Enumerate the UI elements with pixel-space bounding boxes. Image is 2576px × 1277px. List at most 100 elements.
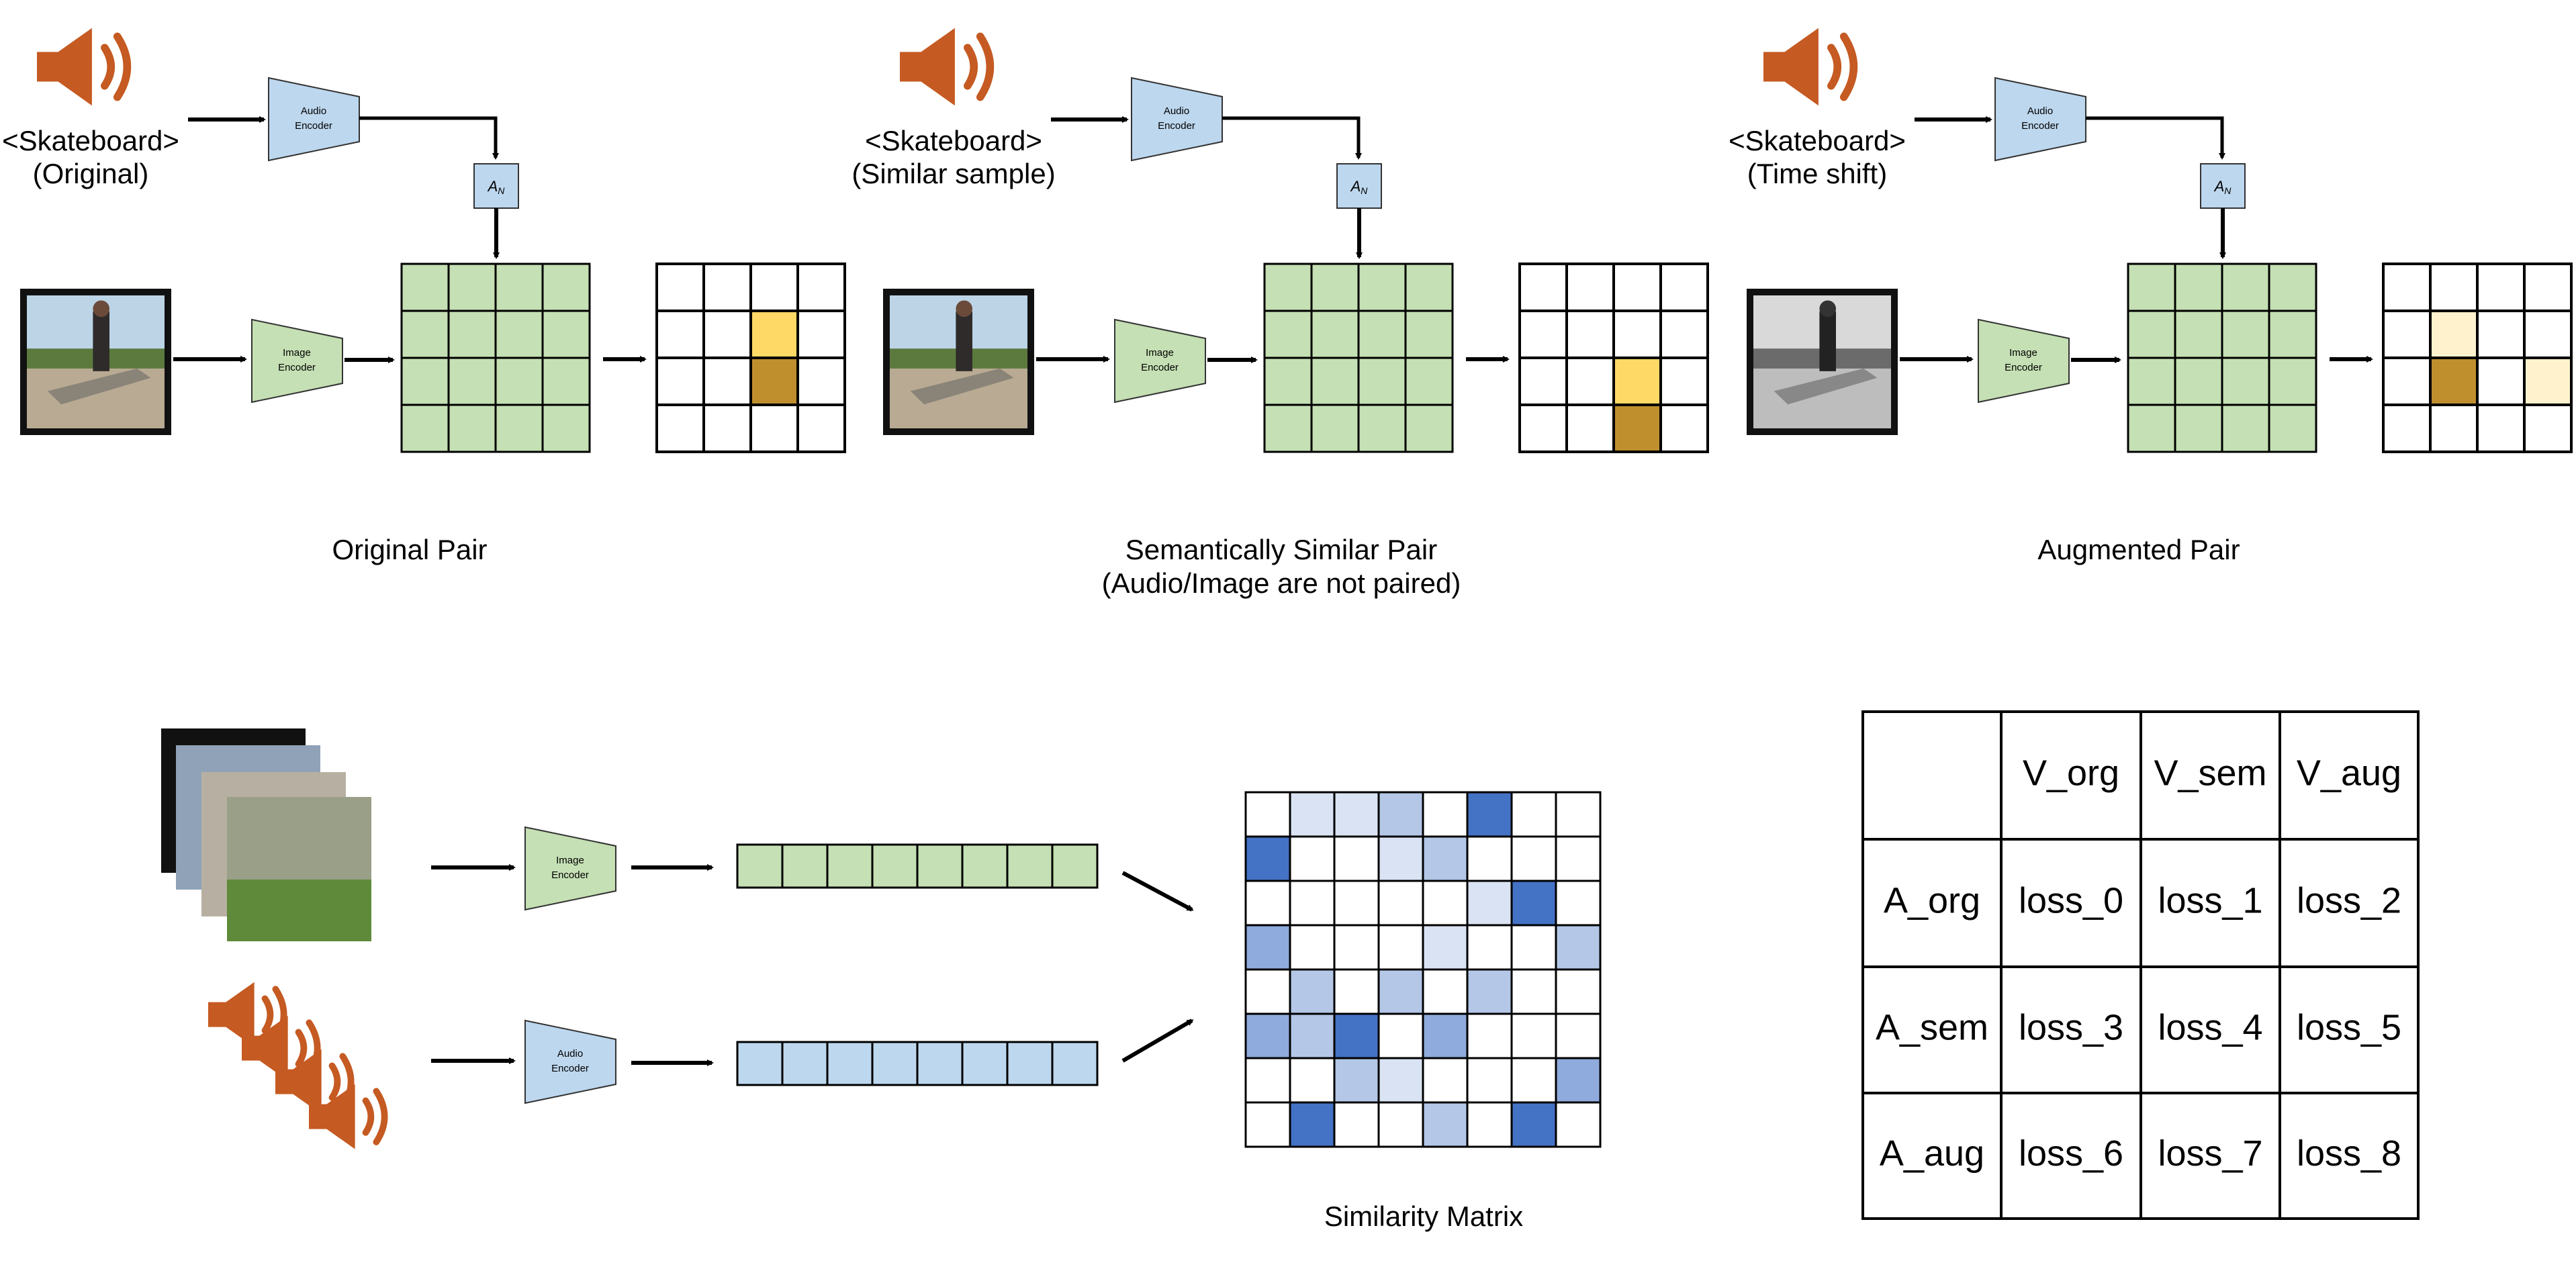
an-box: AN (473, 163, 519, 209)
grid-cell (1333, 924, 1380, 971)
grid-cell (1377, 880, 1424, 927)
speaker-icon (37, 28, 132, 106)
grid-cell (2476, 310, 2526, 359)
grid-cell (1404, 404, 1454, 453)
encoder-label: Audio (301, 105, 326, 117)
grid-cell (1357, 310, 1407, 359)
grid-cell (2221, 310, 2270, 359)
grid-cell (1289, 791, 1336, 838)
similarity-caption: Similarity Matrix (1324, 1200, 1523, 1232)
grid-cell (1565, 310, 1615, 359)
table-cell-value: loss_6 (2019, 1133, 2123, 1174)
table-cell-value: loss_5 (2297, 1007, 2401, 1047)
encoder-label: Encoder (1158, 120, 1195, 132)
grid-cell (916, 843, 964, 889)
table-cell-value: loss_8 (2297, 1133, 2401, 1174)
speaker-body (37, 28, 92, 106)
grid-cell (1555, 1101, 1602, 1148)
grid-cell (2174, 310, 2223, 359)
grid-cell (702, 357, 752, 406)
encoder-label: Image (1146, 347, 1174, 359)
table-cell (2140, 965, 2281, 1094)
grid-cell (1518, 263, 1568, 312)
grid-cell (1555, 1012, 1602, 1059)
speaker-icon (1763, 28, 1858, 106)
grid-cell (2174, 357, 2223, 406)
table-cell (1861, 838, 2003, 968)
table-cell-value: loss_4 (2158, 1007, 2262, 1047)
encoder-label: Audio (557, 1048, 583, 1059)
table-row-header: A_org (1884, 880, 1980, 920)
photo-head (956, 300, 972, 318)
grid-cell (781, 1041, 829, 1086)
grid-cell (796, 263, 846, 312)
grid-cell (2429, 404, 2479, 453)
grid-cell (702, 404, 752, 453)
grid-cell (400, 357, 450, 406)
grid-cell (1466, 1101, 1513, 1148)
grid-cell (1310, 263, 1360, 312)
grid-cell (1051, 843, 1099, 889)
grid-cell (1263, 310, 1313, 359)
photo-grass (227, 880, 371, 941)
skateboard-photo-grayscale (1747, 289, 1898, 435)
audio-label: (Similar sample) (852, 158, 1055, 189)
image-stack (161, 728, 371, 941)
table-cell (1861, 965, 2003, 1094)
encoder-label: Encoder (1141, 362, 1179, 373)
an-box-shape (2200, 163, 2246, 209)
audio-embedding-vector (736, 1041, 1099, 1086)
grid-cell (826, 1041, 874, 1086)
grid-cell (1518, 404, 1568, 453)
speaker-body (1763, 28, 1819, 106)
grid-cell (541, 404, 591, 453)
output-grid (655, 263, 846, 453)
grid-cell (541, 357, 591, 406)
grid-cell (1510, 1057, 1557, 1104)
grid-cell (1244, 791, 1291, 838)
grid-cell (2476, 263, 2526, 312)
grid-cell (400, 263, 450, 312)
grid-cell (1659, 404, 1709, 453)
encoder-label: Image (283, 347, 311, 359)
an-box-shape (1336, 163, 1382, 209)
grid-cell (1612, 310, 1662, 359)
grid-cell (1244, 835, 1291, 882)
grid-cell (1555, 968, 1602, 1015)
grid-cell (2174, 263, 2223, 312)
grid-cell (1310, 404, 1360, 453)
speaker-body (275, 1049, 322, 1115)
arrow-to-an (2086, 116, 2225, 160)
grid-cell (1612, 357, 1662, 406)
grid-cell (1466, 791, 1513, 838)
grid-cell (1244, 1101, 1291, 1148)
output-grid (1518, 263, 1709, 453)
grid-cell (961, 843, 1009, 889)
grid-cell (1565, 263, 1615, 312)
grid-cell (1263, 263, 1313, 312)
grid-cell (400, 404, 450, 453)
photo-head (1819, 300, 1836, 318)
grid-cell (1377, 835, 1424, 882)
table-cell (2140, 1092, 2281, 1220)
encoder-label: Audio (2027, 105, 2053, 117)
arrow-to-similarity (1121, 1019, 1194, 1063)
grid-cell (749, 404, 799, 453)
encoder-shape (1994, 77, 2086, 162)
grid-cell (1333, 880, 1380, 927)
grid-cell (2268, 404, 2317, 453)
similarity-grid (1244, 791, 1602, 1148)
table-cell (2140, 710, 2281, 841)
grid-cell (1422, 791, 1469, 838)
grid-cell (871, 843, 919, 889)
sound-wave (373, 1088, 388, 1145)
grid-cell (1466, 924, 1513, 971)
encoder-shape (268, 77, 360, 162)
grid-cell (2174, 404, 2223, 453)
grid-cell (1244, 1057, 1291, 1104)
encoder-label: Image (2009, 347, 2037, 359)
grid-cell (541, 263, 591, 312)
grid-cell (2221, 404, 2270, 453)
grid-cell (1289, 835, 1336, 882)
grid-cell (736, 843, 784, 889)
